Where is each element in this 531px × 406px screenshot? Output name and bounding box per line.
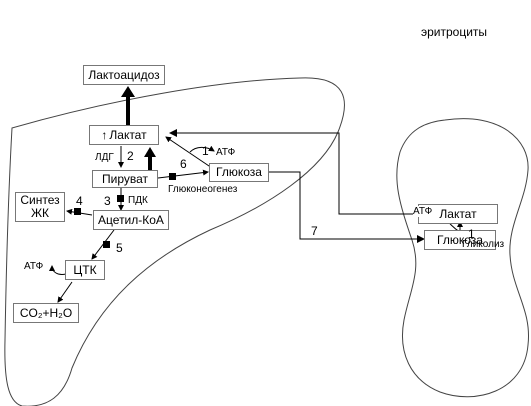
node-fa-synthesis: Синтез ЖК <box>15 192 65 222</box>
label-atp-rbc: АТФ <box>413 206 433 217</box>
node-co2-h2o-label: CO₂+H₂O <box>19 305 73 320</box>
liver-outline <box>4 77 345 406</box>
node-fa-synthesis-label: Синтез ЖК <box>20 193 60 220</box>
atp-curl-liver <box>189 145 215 153</box>
node-lactate-liver-label: Лактат <box>109 127 147 142</box>
erythrocytes-title: эритроциты <box>421 25 488 39</box>
label-glycolysis: Гликолиз <box>462 239 505 250</box>
node-tca-label: ЦТК <box>73 262 97 277</box>
block-6 <box>169 173 176 180</box>
node-pyruvate: Пируват <box>92 170 158 188</box>
block-3 <box>117 195 124 202</box>
node-co2-h2o: CO₂+H₂O <box>13 303 79 323</box>
node-glucose-liver: Глюкоза <box>209 163 269 182</box>
label-gluconeogenesis: Глюконеогенез <box>168 184 238 195</box>
arrow-rbc-lactate-to-liver <box>169 129 418 215</box>
node-lactate-rbc: Лактат <box>418 204 498 224</box>
step-5: 5 <box>116 241 123 255</box>
arrow-pyruvate-to-glucose <box>157 169 209 179</box>
step-7: 7 <box>311 224 318 238</box>
up-arrow-icon: ↑ <box>101 127 108 142</box>
block-5 <box>103 241 110 248</box>
label-atp-tca: АТФ <box>24 261 44 272</box>
erythrocyte-outline <box>396 118 530 398</box>
step-2: 2 <box>127 149 134 163</box>
node-acetyl-coa-label: Ацетил-КоА <box>98 212 164 227</box>
node-glucose-rbc-label: Глюкоза <box>437 232 483 247</box>
node-lactoacidosis: Лактоацидоз <box>83 65 165 85</box>
arrow-glucose-to-rbc <box>268 171 425 243</box>
arrow-glucose-to-lactate <box>165 136 213 169</box>
node-glucose-rbc: Глюкоза <box>424 230 496 250</box>
label-pdk: ПДК <box>128 195 148 206</box>
node-glucose-liver-label: Глюкоза <box>216 165 262 179</box>
node-tca: ЦТК <box>65 260 105 280</box>
label-ldg: ЛДГ <box>95 152 114 163</box>
label-atp-liver: АТФ <box>216 147 236 158</box>
arrowhead-pyruvate-lactate <box>144 147 156 157</box>
node-lactoacidosis-label: Лактоацидоз <box>88 67 160 82</box>
step-1-rbc: 1 <box>468 227 475 241</box>
atp-curl-tca <box>49 265 67 275</box>
node-acetyl-coa: Ацетил-КоА <box>93 210 169 230</box>
node-pyruvate-label: Пируват <box>101 171 148 186</box>
block-4 <box>74 208 81 215</box>
step-3: 3 <box>104 194 111 208</box>
step-1-liver: 1 <box>202 144 209 158</box>
step-6: 6 <box>180 157 187 171</box>
arrow-tca-to-co2 <box>57 281 73 303</box>
arrowhead-lactoacidosis <box>121 86 135 97</box>
step-4: 4 <box>76 194 83 208</box>
node-lactate-rbc-label: Лактат <box>439 206 477 221</box>
node-lactate-liver: ↑ Лактат <box>89 125 159 145</box>
